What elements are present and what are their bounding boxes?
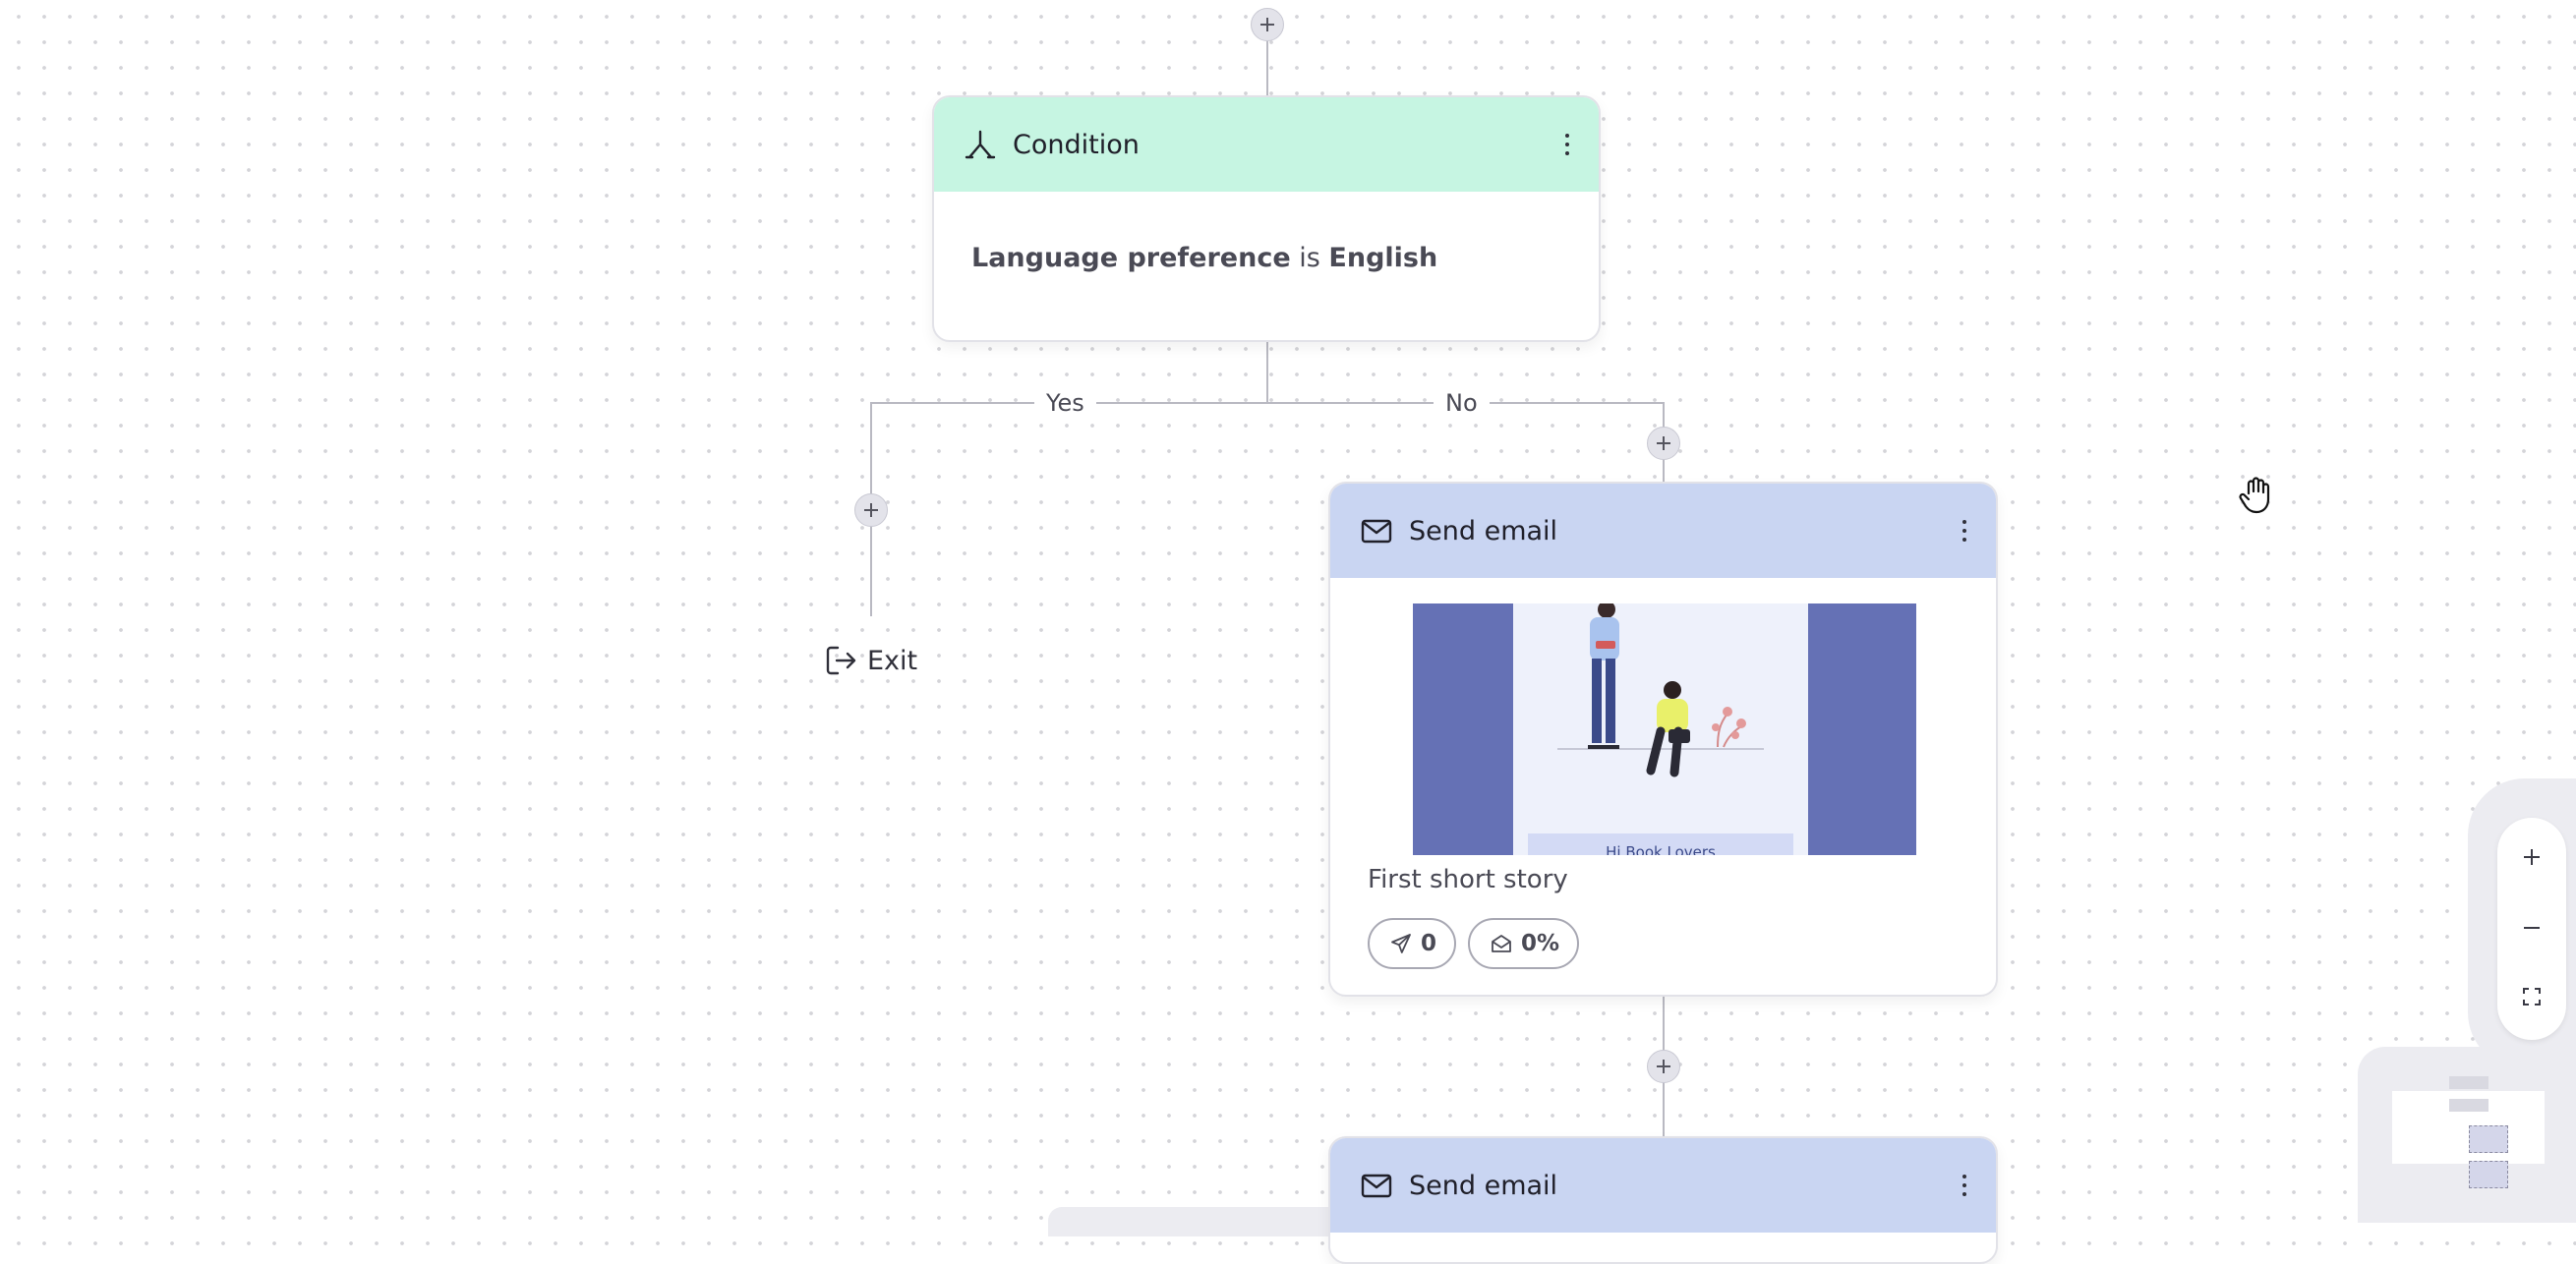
add-step-button-top[interactable] [1251, 8, 1284, 41]
add-step-button-after-email[interactable] [1647, 1050, 1680, 1083]
email-subject: First short story [1368, 865, 1568, 894]
more-options-icon[interactable] [1961, 1172, 1968, 1199]
zoom-controls [2497, 818, 2566, 1040]
plus-icon [864, 503, 878, 517]
condition-field: Language preference [971, 243, 1291, 273]
connector-top [1266, 41, 1268, 96]
exit-icon [826, 646, 856, 675]
email-banner-text: Hi Book Lovers [1606, 843, 1716, 855]
open-rate-badge[interactable]: 0% [1468, 918, 1580, 969]
condition-card-title: Condition [1013, 129, 1140, 160]
minimap-node [2469, 1125, 2508, 1153]
add-step-button-yes[interactable] [854, 493, 888, 527]
more-options-icon[interactable] [1563, 131, 1571, 158]
send-email-card-title: Send email [1409, 515, 1558, 546]
branch-label-yes: Yes [1034, 388, 1096, 418]
add-step-button-no[interactable] [1647, 427, 1680, 460]
branch-icon [965, 130, 996, 159]
open-envelope-icon [1492, 935, 1511, 952]
plus-icon [1657, 436, 1670, 450]
minimap-node [2469, 1161, 2508, 1188]
bottom-panel-edge [1048, 1207, 1343, 1236]
email-banner [1528, 833, 1793, 855]
zoom-controls-panel [2468, 778, 2576, 1069]
more-options-icon[interactable] [1961, 517, 1968, 545]
send-email-card-2-title: Send email [1409, 1170, 1558, 1201]
condition-rule: Language preference is English [971, 243, 1437, 273]
sent-count-badge[interactable]: 0 [1368, 918, 1457, 969]
email-preview-content: Hi Book Lovers [1513, 603, 1808, 855]
branch-label-no: No [1434, 388, 1490, 418]
readers-illustration [1557, 603, 1764, 777]
minimap[interactable] [2358, 1047, 2576, 1223]
envelope-icon [1361, 1174, 1392, 1198]
plus-icon [2524, 849, 2540, 865]
hand-grab-icon [2239, 477, 2270, 514]
condition-value: English [1328, 243, 1438, 273]
send-email-card-2-header: Send email [1330, 1138, 1996, 1233]
condition-card-header: Condition [934, 97, 1599, 192]
envelope-icon [1361, 519, 1392, 544]
minus-icon [2524, 927, 2540, 929]
exit-label: Exit [867, 645, 918, 676]
sent-count: 0 [1421, 931, 1437, 956]
zoom-out-button[interactable] [2518, 914, 2546, 942]
connector-condition-out [1266, 340, 1268, 404]
minimap-node [2449, 1076, 2488, 1089]
open-rate: 0% [1521, 931, 1560, 956]
fit-screen-icon [2523, 988, 2541, 1005]
email-preview-thumbnail[interactable]: Hi Book Lovers [1413, 603, 1916, 855]
zoom-in-button[interactable] [2518, 843, 2546, 871]
plus-icon [1657, 1060, 1670, 1073]
send-email-card-2[interactable]: Send email [1328, 1136, 1998, 1264]
minimap-node [2449, 1099, 2488, 1112]
condition-card[interactable]: Condition Language preference is English [932, 95, 1601, 342]
plus-icon [1260, 18, 1274, 31]
condition-operator: is [1299, 243, 1320, 273]
exit-node[interactable]: Exit [824, 644, 917, 677]
send-icon [1391, 934, 1411, 953]
fit-screen-button[interactable] [2518, 983, 2546, 1010]
send-email-card-header: Send email [1330, 484, 1996, 578]
send-email-card[interactable]: Send email [1328, 482, 1998, 997]
